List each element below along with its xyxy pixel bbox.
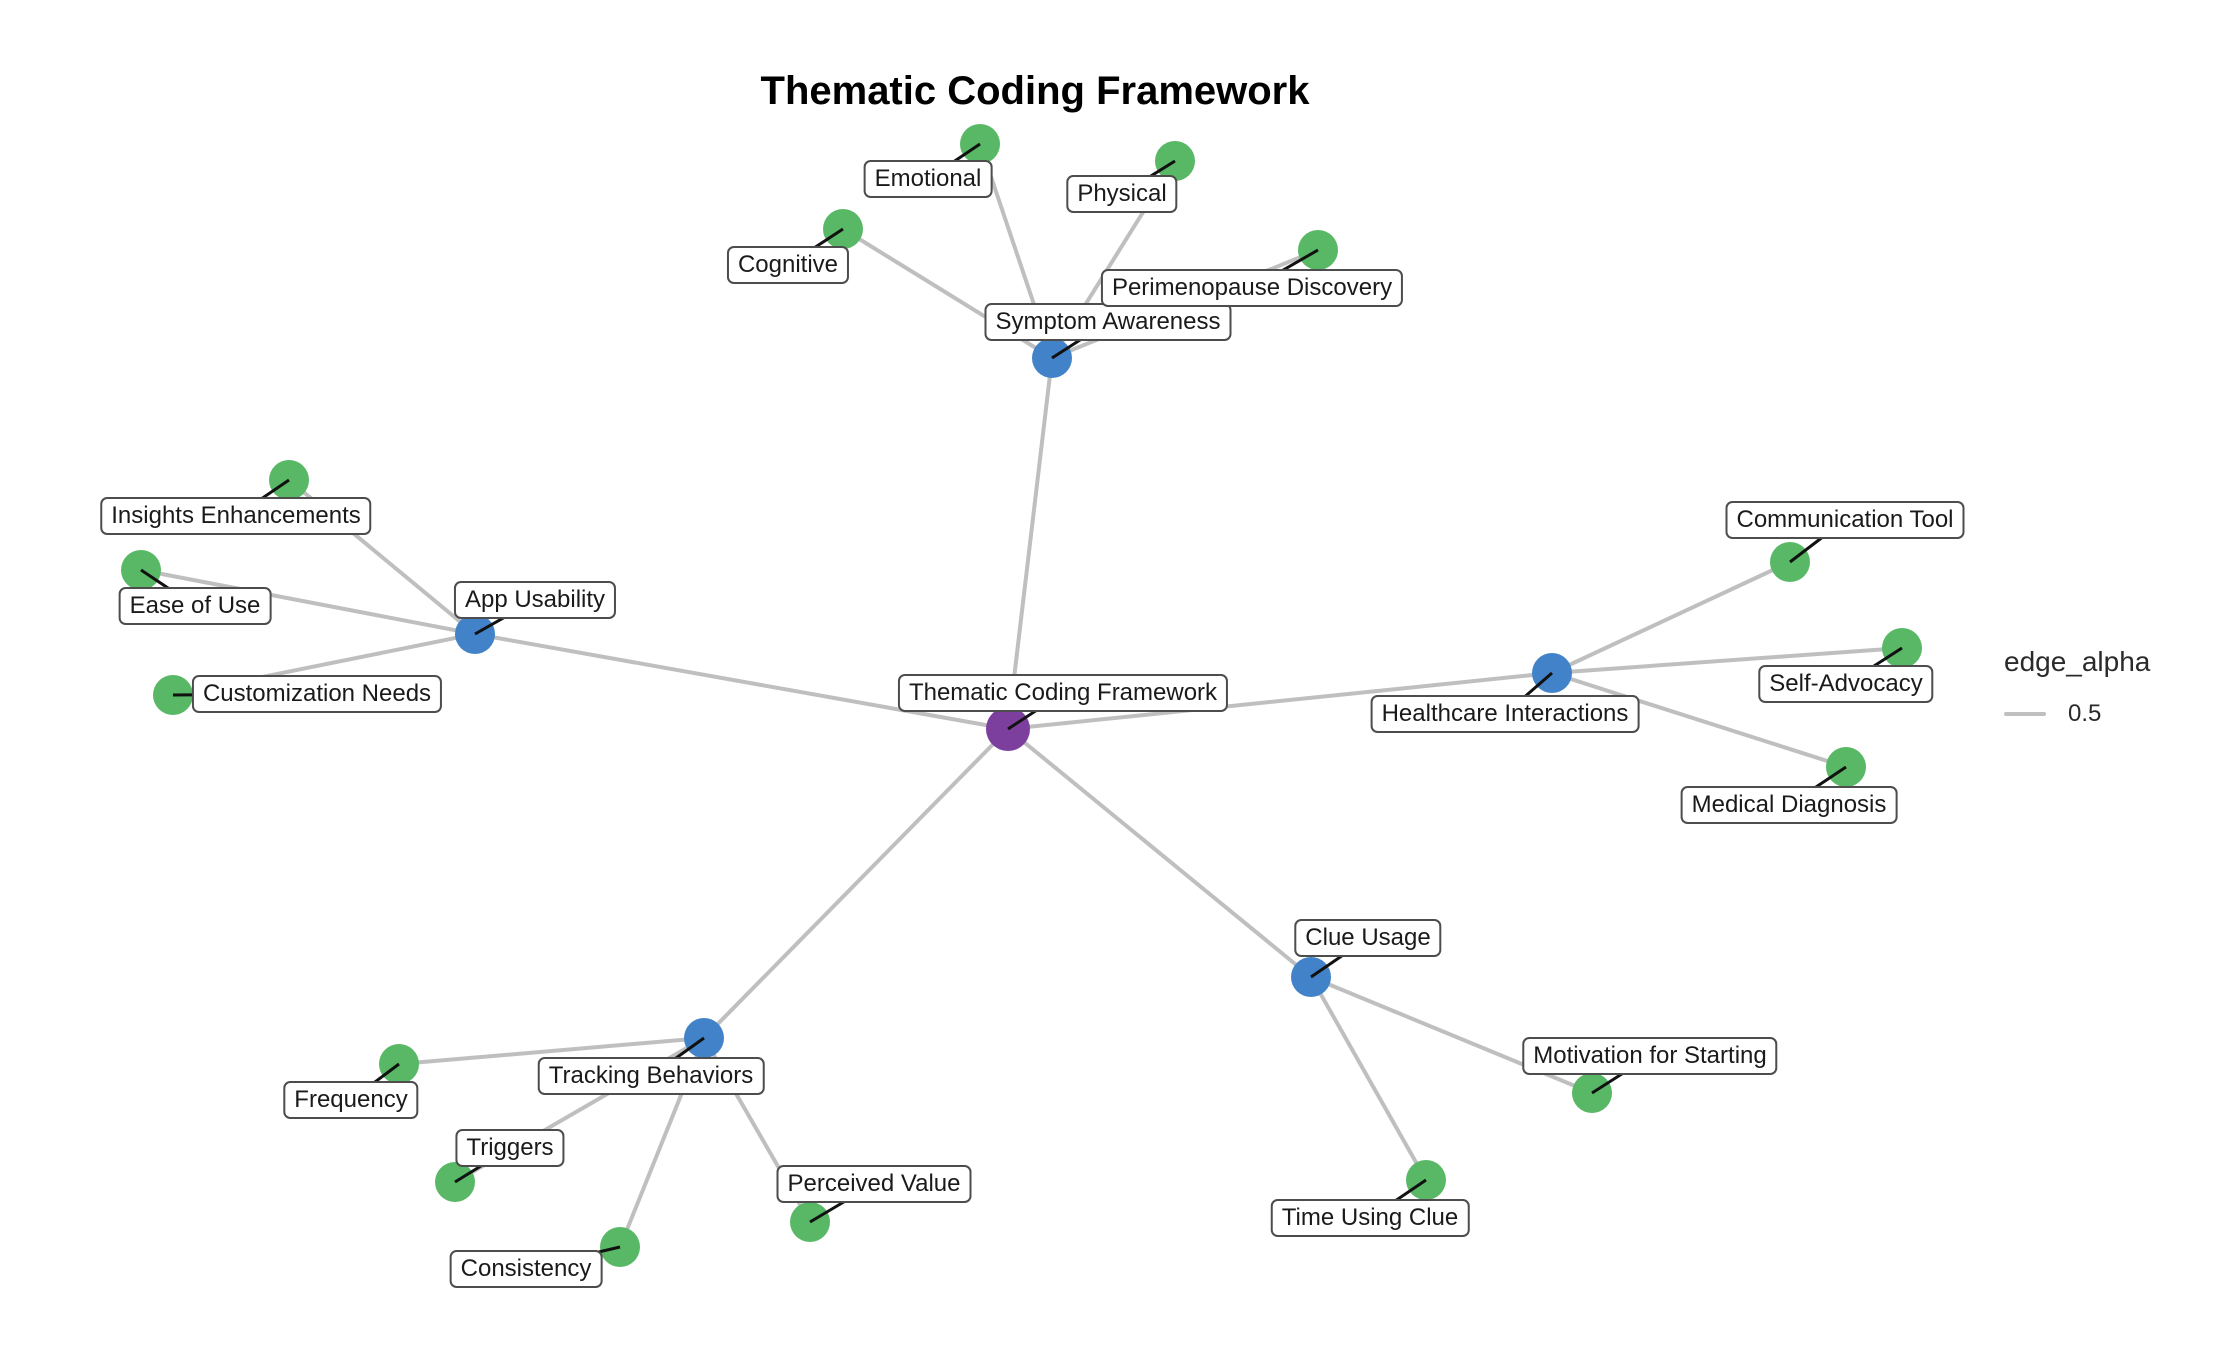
graph-edge-healthcare-communication	[1551, 560, 1791, 675]
node-label-time: Time Using Clue	[1270, 1199, 1470, 1237]
node-label-clue: Clue Usage	[1294, 919, 1442, 957]
node-label-app: App Usability	[453, 581, 617, 619]
node-label-ease: Ease of Use	[118, 587, 272, 625]
nodes-layer	[121, 124, 1922, 1267]
node-label-healthcare: Healthcare Interactions	[1370, 695, 1640, 733]
node-label-triggers: Triggers	[455, 1129, 565, 1167]
legend-title: edge_alpha	[2004, 646, 2151, 677]
graph-edge-healthcare-selfadvocacy	[1551, 646, 1903, 675]
graph-edge-clue-time	[1309, 976, 1428, 1181]
node-label-emotional: Emotional	[863, 160, 993, 198]
node-label-frequency: Frequency	[283, 1081, 419, 1119]
graph-edge-tracking-frequency	[398, 1036, 705, 1066]
node-label-perimenopause: Perimenopause Discovery	[1100, 269, 1404, 307]
node-label-medical: Medical Diagnosis	[1680, 786, 1898, 824]
node-label-insights: Insights Enhancements	[100, 497, 372, 535]
graph-edge-root-tracking	[702, 727, 1010, 1040]
graph-edge-root-clue	[1006, 727, 1313, 979]
legend-item-label: 0.5	[2068, 700, 2102, 727]
graph-edge-app-ease	[140, 568, 476, 636]
node-label-symptom: Symptom Awareness	[984, 303, 1232, 341]
node-label-communication: Communication Tool	[1725, 501, 1965, 539]
graph-edge-root-healthcare	[1007, 671, 1553, 731]
node-label-root: Thematic Coding Framework	[897, 674, 1229, 712]
graph-edge-healthcare-medical	[1551, 671, 1847, 769]
legend-item: 0.5	[2004, 700, 2150, 728]
node-label-selfadvocacy: Self-Advocacy	[1758, 665, 1934, 703]
graph-edge-root-app	[474, 632, 1009, 731]
node-label-customization: Customization Needs	[191, 675, 443, 713]
node-label-tracking: Tracking Behaviors	[537, 1057, 765, 1095]
graph-edge-root-symptom	[1006, 357, 1054, 730]
node-label-consistency: Consistency	[449, 1250, 603, 1288]
legend-line-swatch	[2004, 712, 2046, 716]
plot-title: Thematic Coding Framework	[760, 68, 1310, 113]
legend: edge_alpha 0.5	[2004, 646, 2150, 728]
graph-edge-clue-motivation	[1310, 975, 1593, 1095]
node-label-cognitive: Cognitive	[726, 246, 850, 284]
node-label-physical: Physical	[1066, 175, 1178, 213]
node-label-motivation: Motivation for Starting	[1522, 1037, 1778, 1075]
node-label-perceived: Perceived Value	[776, 1165, 972, 1203]
